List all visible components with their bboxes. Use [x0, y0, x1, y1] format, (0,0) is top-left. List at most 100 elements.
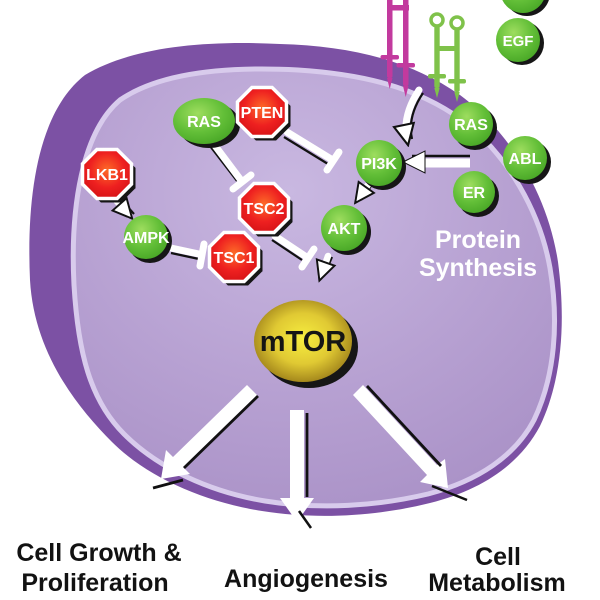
- arrow-body: [280, 410, 314, 522]
- receptor-magenta: [380, 0, 415, 97]
- inhibit-bar: [298, 245, 318, 271]
- node-label: ABL: [509, 151, 542, 168]
- label-line2: Metabolism: [428, 569, 566, 597]
- label-line1: Protein: [435, 226, 521, 254]
- label-line2: Synthesis: [419, 254, 537, 282]
- node-shape: [503, 136, 547, 180]
- arrow-mtor-to-angiogenesis: [280, 410, 314, 529]
- node-mtor: mTOR: [254, 300, 358, 388]
- inhibit-accent: [283, 136, 329, 165]
- node-label: ER: [463, 185, 486, 202]
- receptor-green-tip-left: [434, 88, 440, 98]
- node-shape: [124, 215, 168, 259]
- label-cell-growth-proliferation: Cell Growth & Proliferation: [16, 539, 181, 597]
- node-label: mTOR: [260, 326, 347, 358]
- node-pi3k: PI3K: [356, 140, 406, 190]
- receptor-magenta-tip-right: [403, 86, 409, 97]
- label-angiogenesis: Angiogenesis: [224, 565, 388, 593]
- inhibit-accent: [271, 239, 303, 261]
- node-abl: ABL: [503, 136, 551, 184]
- arrow-body: [161, 385, 257, 479]
- node-lkb1: LKB1: [80, 147, 136, 203]
- node-tsc1: TSC1: [207, 230, 263, 286]
- cell-cytoplasm: [70, 66, 557, 509]
- receptor-green-ring-left: [429, 12, 445, 28]
- receptor-green-flange-left: [428, 74, 446, 79]
- receptor-green-crossbar: [436, 46, 458, 51]
- node-shape: [502, 0, 544, 13]
- node-label: LKB1: [86, 167, 128, 184]
- arrow-pi3k-to-akt: [358, 185, 371, 200]
- arrow-mtor-to-metabolism: [353, 385, 468, 502]
- arrow-akt-to-mtor: [321, 252, 332, 276]
- label-protein-synthesis: Protein Synthesis: [419, 226, 537, 282]
- node-shape: [496, 18, 540, 62]
- inhibit-accent: [209, 145, 238, 182]
- arrow-abl-er-to-pi3k: [401, 150, 470, 174]
- node-shape: [254, 300, 352, 382]
- inhibit-tsc-to-mtor: [271, 232, 318, 271]
- inhibit-bar: [229, 171, 255, 193]
- node-akt: AKT: [321, 205, 371, 255]
- node-shape: [449, 102, 493, 146]
- node-label: EGF: [503, 33, 534, 50]
- receptor-green: [428, 12, 466, 102]
- node-er: ER: [453, 171, 499, 217]
- node-label: AKT: [328, 221, 361, 238]
- inhibit-line: [283, 128, 335, 163]
- label-cell-metabolism: Cell Metabolism: [428, 543, 566, 597]
- node-ampk: AMPK: [122, 215, 172, 263]
- inhibit-pten-to-pi3k: [283, 128, 343, 174]
- inhibit-accent: [170, 251, 200, 261]
- node-label: RAS: [187, 114, 221, 131]
- arrow-shaft: [358, 185, 368, 199]
- node-ras-right: RAS: [449, 102, 497, 150]
- node-label: TSC2: [244, 201, 285, 218]
- arrow-head: [401, 150, 426, 174]
- node-label: TSC1: [214, 250, 255, 267]
- inhibit-line: [271, 232, 309, 260]
- node-label: RAS: [454, 117, 488, 134]
- receptor-magenta-crossbar: [387, 5, 409, 11]
- inhibit-ampk-to-tsc1: [167, 240, 208, 270]
- arrow-shaft: [406, 86, 423, 140]
- arrow-accent-tip: [431, 484, 468, 502]
- inhibit-bar: [196, 240, 208, 270]
- inhibit-line: [209, 139, 244, 183]
- receptor-green-ring-right: [449, 15, 465, 31]
- inhibit-bar: [323, 148, 343, 174]
- node-label: PI3K: [361, 156, 397, 173]
- label-line1: Cell: [475, 543, 521, 571]
- receptor-green-tip-right: [454, 92, 460, 102]
- arrow-accent: [183, 394, 259, 470]
- inhibit-line: [167, 244, 203, 258]
- arrow-shaft: [321, 252, 328, 276]
- node-shape: [356, 140, 402, 186]
- arrow-mtor-to-growth: [152, 385, 259, 490]
- node-label: AMPK: [122, 230, 170, 247]
- receptor-green-flange-right: [448, 79, 466, 84]
- receptor-magenta-tip-left: [387, 78, 393, 89]
- node-egf: EGF: [496, 18, 544, 65]
- node-shape: [453, 171, 495, 213]
- label-line1: Cell Growth &: [16, 539, 181, 567]
- inhibit-ras-to-tsc2: [209, 139, 255, 193]
- receptor-magenta-flange-right: [396, 63, 415, 68]
- receptor-magenta-stem-right: [403, 0, 409, 86]
- node-label: PTEN: [241, 105, 284, 122]
- node-pten: PTEN: [235, 85, 291, 141]
- node-ligand-unlabeled: [502, 0, 549, 16]
- receptor-magenta-flange-left: [380, 55, 399, 60]
- receptor-green-stem-right: [454, 29, 460, 92]
- label-line2: Proliferation: [21, 569, 168, 597]
- node-shape: [321, 205, 367, 251]
- node-shape: [173, 98, 235, 144]
- arrow-receptor-to-pi3k: [406, 86, 424, 140]
- arrow-accent-tip: [297, 510, 313, 529]
- receptor-magenta-stem-left: [387, 0, 393, 78]
- arrow-body: [353, 385, 448, 488]
- receptor-green-stem-left: [434, 26, 440, 88]
- node-tsc2: TSC2: [237, 181, 293, 237]
